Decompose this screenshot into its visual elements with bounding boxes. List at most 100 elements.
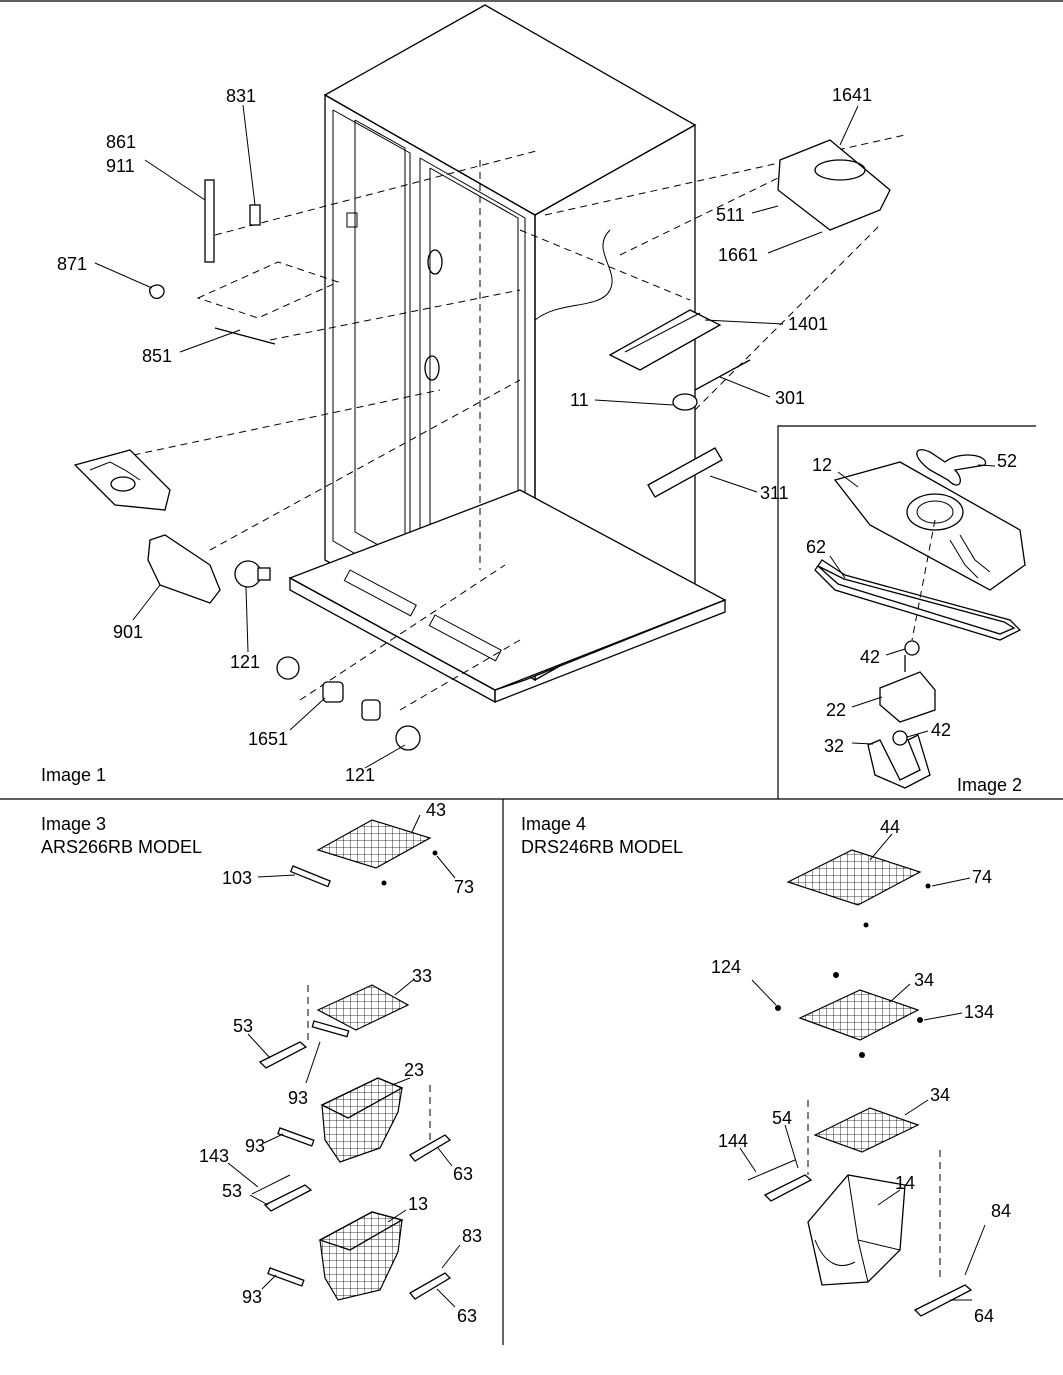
callout-33: 33 bbox=[412, 966, 432, 986]
callout-861: 861 bbox=[106, 132, 136, 152]
callout-93-a: 93 bbox=[288, 1088, 308, 1108]
callout-64: 64 bbox=[974, 1306, 994, 1326]
callout-121-a: 121 bbox=[230, 652, 260, 672]
callout-13: 13 bbox=[408, 1194, 428, 1214]
callout-32: 32 bbox=[824, 736, 844, 756]
callout-143: 143 bbox=[199, 1146, 229, 1166]
callout-34-a: 34 bbox=[914, 970, 934, 990]
image1-panel: 831 861 911 871 851 901 121 1651 121 164… bbox=[41, 4, 906, 785]
fan-bracket-1641 bbox=[777, 139, 891, 231]
callout-12: 12 bbox=[812, 455, 832, 475]
rod-143 bbox=[251, 1174, 291, 1195]
socket-b bbox=[361, 699, 381, 721]
callout-301: 301 bbox=[775, 388, 805, 408]
socket-1651 bbox=[322, 681, 344, 703]
slide-64 bbox=[913, 1284, 973, 1317]
callout-43: 43 bbox=[426, 800, 446, 820]
bracket-1401 bbox=[608, 309, 722, 371]
callout-103: 103 bbox=[222, 868, 252, 888]
image4-model: DRS246RB MODEL bbox=[521, 837, 683, 857]
callout-23: 23 bbox=[404, 1060, 424, 1080]
slide-63-a bbox=[409, 1134, 452, 1162]
clip-831 bbox=[249, 204, 261, 226]
callout-74: 74 bbox=[972, 867, 992, 887]
slide-63-b bbox=[409, 1272, 452, 1300]
hook-871 bbox=[149, 284, 165, 300]
refrigerator-cabinet bbox=[288, 4, 727, 704]
callout-42-a: 42 bbox=[860, 647, 880, 667]
callout-83: 83 bbox=[462, 1226, 482, 1246]
callout-871: 871 bbox=[57, 254, 87, 274]
image1-dash-lines bbox=[109, 134, 906, 711]
fan-blade-52 bbox=[916, 449, 986, 486]
tube-861-911 bbox=[204, 179, 215, 263]
callout-851: 851 bbox=[142, 346, 172, 366]
callout-1641: 1641 bbox=[832, 85, 872, 105]
tube-301 bbox=[694, 359, 751, 391]
shelf-34-b bbox=[813, 1107, 920, 1153]
callout-311: 311 bbox=[760, 483, 789, 503]
callout-52: 52 bbox=[997, 451, 1017, 471]
callout-63-a: 63 bbox=[453, 1164, 473, 1184]
callout-84: 84 bbox=[991, 1201, 1011, 1221]
grommet-42-b bbox=[892, 730, 908, 746]
fan-motor-22 bbox=[879, 671, 936, 723]
channel-311 bbox=[647, 447, 723, 498]
image4-panel: Image 4 DRS246RB MODEL bbox=[521, 814, 1011, 1326]
slide-53-a bbox=[258, 1041, 308, 1069]
light-cover-901 bbox=[147, 534, 221, 604]
basket-13 bbox=[319, 1211, 403, 1301]
thermostat-11 bbox=[672, 393, 698, 411]
image3-model: ARS266RB MODEL bbox=[41, 837, 202, 857]
panel-frames bbox=[0, 0, 1063, 1345]
callout-11: 11 bbox=[570, 390, 589, 410]
socket-a bbox=[276, 656, 300, 680]
evap-cover-12 bbox=[833, 461, 1026, 591]
image4-caption: Image 4 bbox=[521, 814, 586, 834]
image1-caption: Image 1 bbox=[41, 765, 106, 785]
callout-1401: 1401 bbox=[788, 314, 828, 334]
callout-42-b: 42 bbox=[931, 720, 951, 740]
image2-panel: 12 52 62 42 22 32 42 Image 2 bbox=[806, 449, 1026, 795]
callout-22: 22 bbox=[826, 700, 846, 720]
rod-851 bbox=[214, 327, 276, 345]
callout-62: 62 bbox=[806, 537, 826, 557]
shelf-34-a bbox=[798, 989, 920, 1041]
callout-1651: 1651 bbox=[248, 729, 288, 749]
shelf-44 bbox=[786, 849, 922, 906]
callout-93-c: 93 bbox=[242, 1287, 262, 1307]
callout-911: 911 bbox=[106, 156, 135, 176]
callout-73: 73 bbox=[454, 877, 474, 897]
grommet-42-a bbox=[904, 640, 920, 656]
image2-caption: Image 2 bbox=[957, 775, 1022, 795]
slide-54 bbox=[763, 1174, 813, 1202]
callout-831: 831 bbox=[226, 86, 256, 106]
callout-124: 124 bbox=[711, 957, 741, 977]
gasket-62 bbox=[814, 559, 1022, 641]
control-housing bbox=[73, 449, 171, 511]
rail-93-b bbox=[267, 1267, 305, 1287]
bulb-121-b bbox=[395, 725, 421, 751]
image1-leaders bbox=[94, 104, 859, 769]
rod-144 bbox=[747, 1159, 796, 1181]
callout-34-b: 34 bbox=[930, 1085, 950, 1105]
callout-1661: 1661 bbox=[718, 245, 758, 265]
callout-54: 54 bbox=[772, 1108, 792, 1128]
image3-caption: Image 3 bbox=[41, 814, 106, 834]
callout-53-b: 53 bbox=[222, 1181, 242, 1201]
bracket-32 bbox=[867, 734, 931, 789]
image3-panel: Image 3 ARS266RB MODEL bbox=[41, 800, 482, 1326]
callout-53-a: 53 bbox=[233, 1016, 253, 1036]
trim-103 bbox=[289, 865, 331, 888]
callout-14: 14 bbox=[895, 1173, 915, 1193]
callout-144: 144 bbox=[718, 1131, 748, 1151]
callout-901: 901 bbox=[113, 622, 143, 642]
callout-93-b: 93 bbox=[245, 1136, 265, 1156]
basket-23 bbox=[321, 1077, 403, 1163]
rail-93-a bbox=[277, 1127, 315, 1147]
shelf-33 bbox=[316, 984, 410, 1031]
callout-121-b: 121 bbox=[345, 765, 375, 785]
callout-134: 134 bbox=[964, 1002, 994, 1022]
shelf-43 bbox=[316, 819, 432, 869]
